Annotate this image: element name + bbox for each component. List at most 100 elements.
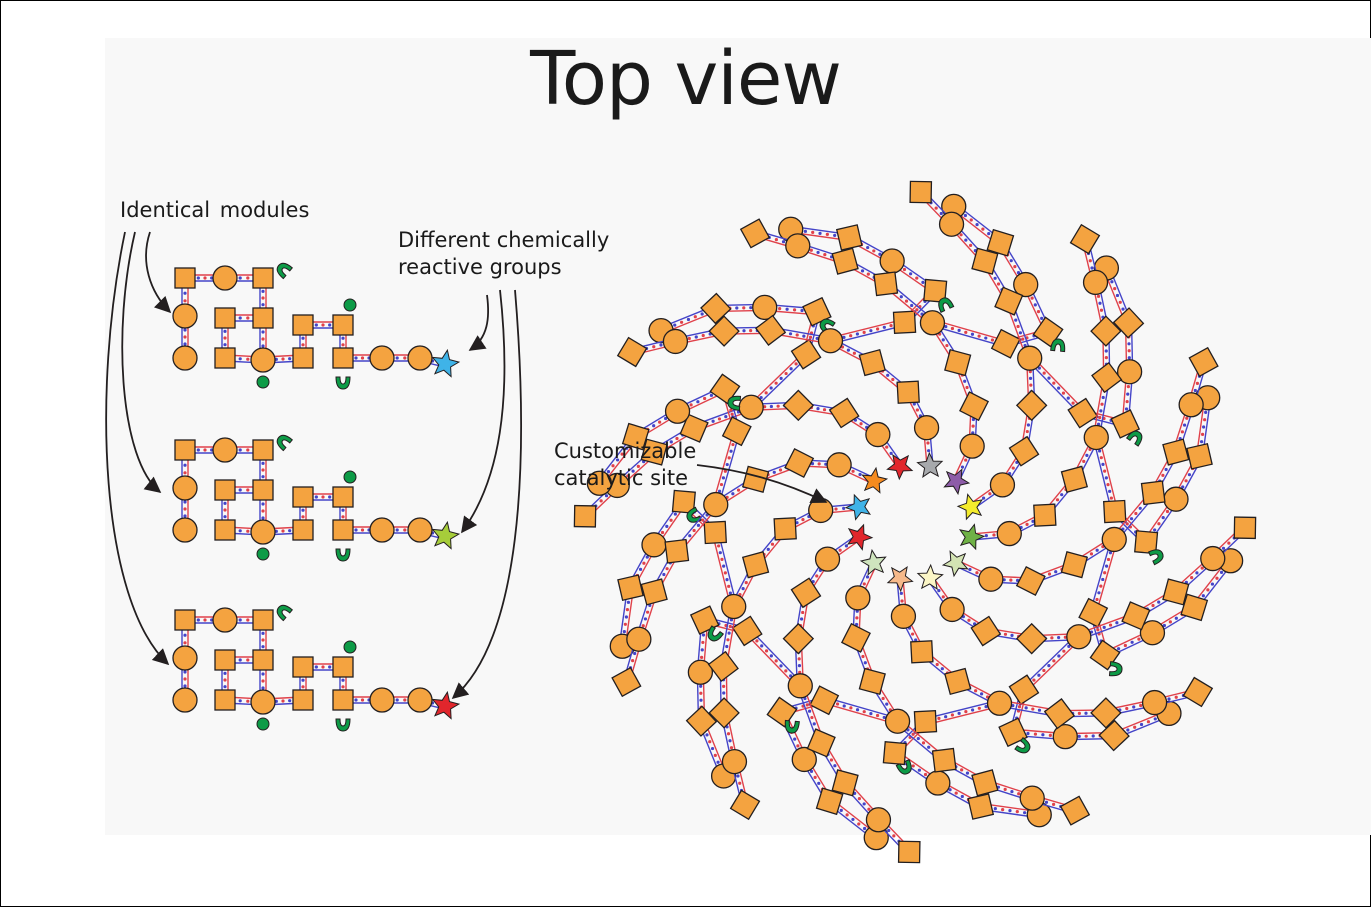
linker-bead	[862, 802, 866, 806]
linker-bead	[915, 308, 919, 312]
linker-bead	[731, 442, 735, 447]
linker-bead	[1165, 509, 1170, 514]
square-unit	[573, 504, 597, 528]
linker-bead	[314, 665, 318, 669]
linker-bead	[727, 456, 731, 460]
linker-bead	[1021, 337, 1025, 341]
circle-unit	[826, 452, 852, 478]
linker-bead	[862, 582, 866, 586]
linker-bead	[1057, 635, 1061, 640]
linker-bead	[1109, 496, 1113, 500]
linker-bead	[1013, 265, 1017, 269]
ring-arm	[616, 216, 955, 479]
linker-strand	[717, 431, 741, 506]
linker-strand	[829, 318, 904, 339]
square-unit	[959, 391, 990, 422]
square-unit	[766, 696, 798, 728]
linker-strand	[933, 319, 1007, 342]
linker-bead	[1126, 385, 1130, 389]
circle-unit	[626, 626, 652, 652]
linker-bead	[855, 708, 860, 712]
linker-bead	[1132, 705, 1136, 709]
linker-bead	[395, 528, 399, 532]
circle-unit	[1019, 785, 1045, 811]
linker-bead	[800, 617, 804, 621]
linker-bead	[705, 733, 709, 737]
reactive-hook	[1125, 430, 1143, 447]
linker-strand	[748, 628, 803, 685]
linker-bead	[834, 507, 838, 511]
linker-bead	[822, 408, 827, 412]
linker-bead	[1003, 632, 1008, 636]
linker-bead	[689, 403, 693, 407]
linker-bead	[1030, 296, 1034, 300]
linker-bead	[801, 610, 805, 615]
linker-bead	[735, 306, 739, 310]
catalytic-site-label: Customizable catalytic site	[554, 438, 696, 492]
linker-bead	[1167, 697, 1171, 701]
linker-bead	[975, 571, 979, 575]
reactive-hook	[1050, 338, 1066, 353]
square-unit	[1008, 674, 1040, 706]
linker-bead	[793, 737, 797, 741]
linker-bead	[759, 396, 763, 400]
linker-bead	[658, 420, 662, 424]
linker-bead	[863, 661, 867, 665]
square-unit	[214, 649, 236, 671]
linker-bead	[1127, 356, 1131, 360]
linker-bead	[1099, 456, 1103, 460]
linker-bead	[1084, 711, 1088, 715]
linker-bead	[1048, 733, 1052, 737]
linker-bead	[328, 665, 332, 669]
square-unit	[721, 416, 752, 447]
linker-bead	[1037, 673, 1041, 677]
linker-bead	[1047, 664, 1051, 668]
linker-bead	[792, 308, 797, 312]
linker-bead	[1221, 546, 1226, 550]
star-group	[844, 493, 872, 521]
linker-bead	[800, 308, 804, 313]
linker-bead	[599, 499, 603, 503]
linker-bead	[772, 470, 776, 474]
linker-bead	[301, 515, 305, 519]
linker-bead	[784, 371, 788, 376]
linker-bead	[813, 775, 817, 779]
linker-bead	[823, 253, 827, 257]
linker-bead	[902, 267, 907, 272]
linker-strand	[824, 696, 899, 720]
linker-bead	[1098, 449, 1102, 453]
circle-unit	[814, 546, 841, 572]
square-unit	[971, 769, 999, 797]
square-unit	[741, 551, 770, 579]
square-unit	[831, 769, 859, 797]
linker-bead	[809, 769, 814, 773]
square-unit	[703, 520, 727, 545]
linker-bead	[755, 639, 759, 643]
square-unit	[292, 347, 314, 369]
linker-bead	[817, 462, 821, 466]
arrow	[105, 231, 170, 666]
linker-bead	[872, 249, 876, 253]
linker-bead	[1106, 483, 1110, 487]
linker-bead	[1055, 498, 1060, 502]
linker-strand	[1025, 638, 1082, 693]
linker-bead	[1024, 706, 1028, 710]
linker-bead	[694, 335, 698, 339]
star-group	[916, 451, 944, 479]
linker-bead	[711, 419, 715, 423]
star-group	[886, 565, 914, 593]
linker-bead	[724, 414, 728, 419]
linker-bead	[1153, 528, 1157, 532]
circle-unit	[172, 303, 198, 329]
linker-bead	[1204, 410, 1208, 414]
linker-bead	[948, 788, 952, 792]
square-unit	[214, 689, 236, 711]
linker-bead	[1129, 517, 1134, 521]
linker-bead	[940, 667, 944, 671]
linker-bead	[1219, 570, 1224, 575]
ring-arm	[685, 523, 921, 864]
linker-bead	[261, 638, 265, 642]
linker-bead	[360, 528, 365, 532]
linker-bead	[246, 618, 250, 622]
linker-bead	[774, 238, 778, 242]
